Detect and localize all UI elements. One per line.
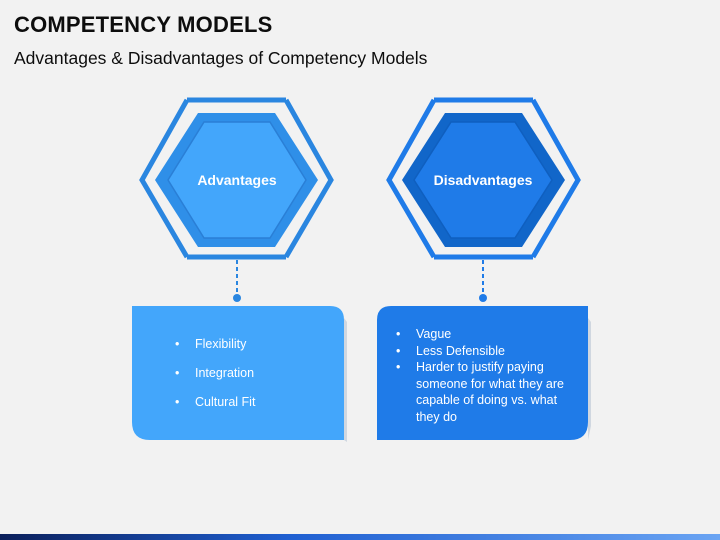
disadvantages-list: Vague Less Defensible Harder to justify … <box>396 326 571 425</box>
list-item: Integration <box>175 365 335 382</box>
list-item: Vague <box>396 326 571 343</box>
slide-subtitle: Advantages & Disadvantages of Competency… <box>14 48 428 68</box>
bottom-accent-bar <box>0 534 720 540</box>
disadvantages-box-shadow <box>588 318 591 440</box>
advantages-label: Advantages <box>197 172 277 188</box>
disadvantages-hexagon <box>386 97 581 260</box>
advantages-hexagon <box>139 97 334 260</box>
slide-title: COMPETENCY MODELS <box>14 12 273 37</box>
list-item: Less Defensible <box>396 343 571 360</box>
advantages-list-box: Flexibility Integration Cultural Fit <box>175 336 335 423</box>
advantages-list: Flexibility Integration Cultural Fit <box>175 336 335 411</box>
advantages-box-shadow <box>344 318 347 442</box>
advantages-connector <box>233 260 241 302</box>
list-item: Harder to justify paying someone for wha… <box>396 359 571 425</box>
disadvantages-label: Disadvantages <box>433 172 533 188</box>
disadvantages-list-box: Vague Less Defensible Harder to justify … <box>396 326 571 425</box>
disadvantages-connector <box>479 260 487 302</box>
list-item: Flexibility <box>175 336 335 353</box>
list-item: Cultural Fit <box>175 394 335 411</box>
